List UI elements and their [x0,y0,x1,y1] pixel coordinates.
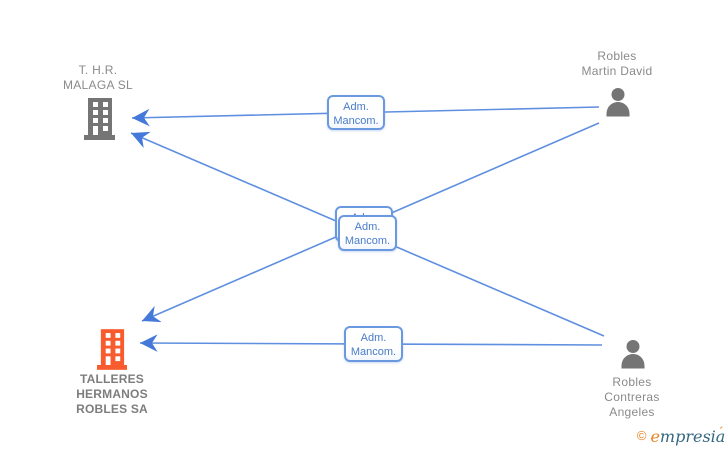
edge-label-line: Mancom. [333,115,379,127]
label-line: Robles [612,375,652,389]
company-node-thr-malaga[interactable] [84,98,115,145]
person-icon [621,340,645,369]
building-icon [84,98,115,140]
person-node-robles-contreras-angeles[interactable] [618,339,648,374]
edge-label-line: Adm. [343,101,369,113]
edge-label-line: Adm. [360,332,387,344]
person-label-robles-martin-david[interactable]: Robles Martin David [557,49,677,79]
company-label-thr-malaga[interactable]: T. H.R. MALAGA SL [38,63,158,93]
person-icon [606,88,630,117]
label-line: Contreras [604,390,660,404]
edge-label-line: Mancom. [350,346,397,358]
label-line: ROBLES SA [76,402,148,416]
copyright-icon: © [636,428,647,443]
logo-brand-rest: mpresia [659,427,726,446]
label-line: Robles [597,49,637,63]
person-node-robles-martin-david[interactable] [603,87,633,122]
label-line: MALAGA SL [62,78,134,92]
label-line: HERMANOS [76,387,148,401]
edge-label-line: Adm. [354,221,381,233]
empresia-logo[interactable]: ©empresia´ [636,426,726,446]
company-label-talleres-hermanos-robles[interactable]: TALLERES HERMANOS ROBLES SA [42,372,182,417]
edge-label-box-middle-front: Adm. Mancom. [338,215,397,251]
edge-label-line: Mancom. [344,235,391,247]
building-icon-orange [97,329,127,370]
label-line: Martin David [581,64,653,78]
label-line: T. H.R. [78,63,118,77]
label-line: Angeles [609,405,655,419]
label-line: TALLERES [79,372,145,386]
logo-brand-initial: e [650,427,660,446]
edge-label-box-top: Adm. Mancom. [327,95,385,130]
edge-label-box-bottom: Adm. Mancom. [344,326,403,362]
person-label-robles-contreras-angeles[interactable]: Robles Contreras Angeles [572,375,692,420]
logo-accent-mark: ´ [719,426,723,438]
company-node-talleres-hermanos-robles[interactable] [97,329,127,375]
